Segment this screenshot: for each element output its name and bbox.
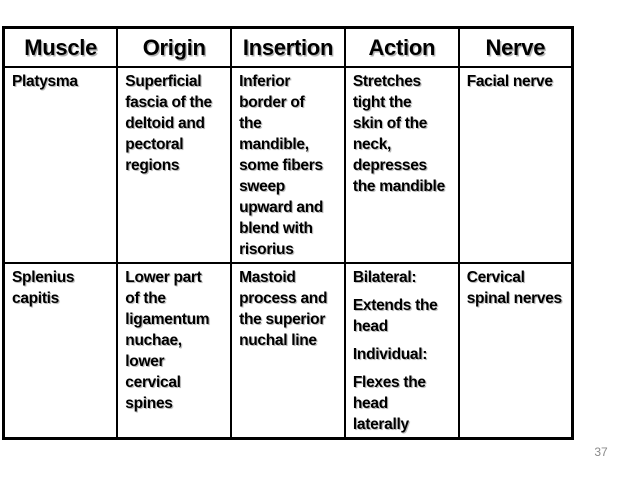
cell-nerve: Cervical spinal nerves (457, 262, 574, 440)
col-header-insertion: Insertion (230, 26, 346, 68)
table-row-splenius-capitis: Splenius capitis Lower part of the ligam… (2, 262, 574, 440)
page-number: 37 (594, 445, 608, 459)
cell-insertion: Inferior border of the mandible, some fi… (230, 66, 346, 264)
table-header-row: Muscle Origin Insertion Action Nerve (2, 26, 574, 68)
cell-origin: Superficial fascia of the deltoid and pe… (116, 66, 233, 264)
muscle-table: Muscle Origin Insertion Action Nerve Pla… (2, 26, 574, 440)
col-header-action: Action (343, 26, 460, 68)
cell-muscle: Splenius capitis (2, 262, 119, 440)
cell-insertion: Mastoid process and the superior nuchal … (230, 262, 346, 440)
cell-muscle: Platysma (2, 66, 119, 264)
cell-nerve: Facial nerve (457, 66, 574, 264)
col-header-nerve: Nerve (457, 26, 574, 68)
cell-origin: Lower part of the ligamentum nuchae, low… (116, 262, 233, 440)
col-header-muscle: Muscle (2, 26, 119, 68)
cell-action: Stretches tight the skin of the neck, de… (343, 66, 460, 264)
col-header-origin: Origin (116, 26, 233, 68)
table-row-platysma: Platysma Superficial fascia of the delto… (2, 66, 574, 264)
